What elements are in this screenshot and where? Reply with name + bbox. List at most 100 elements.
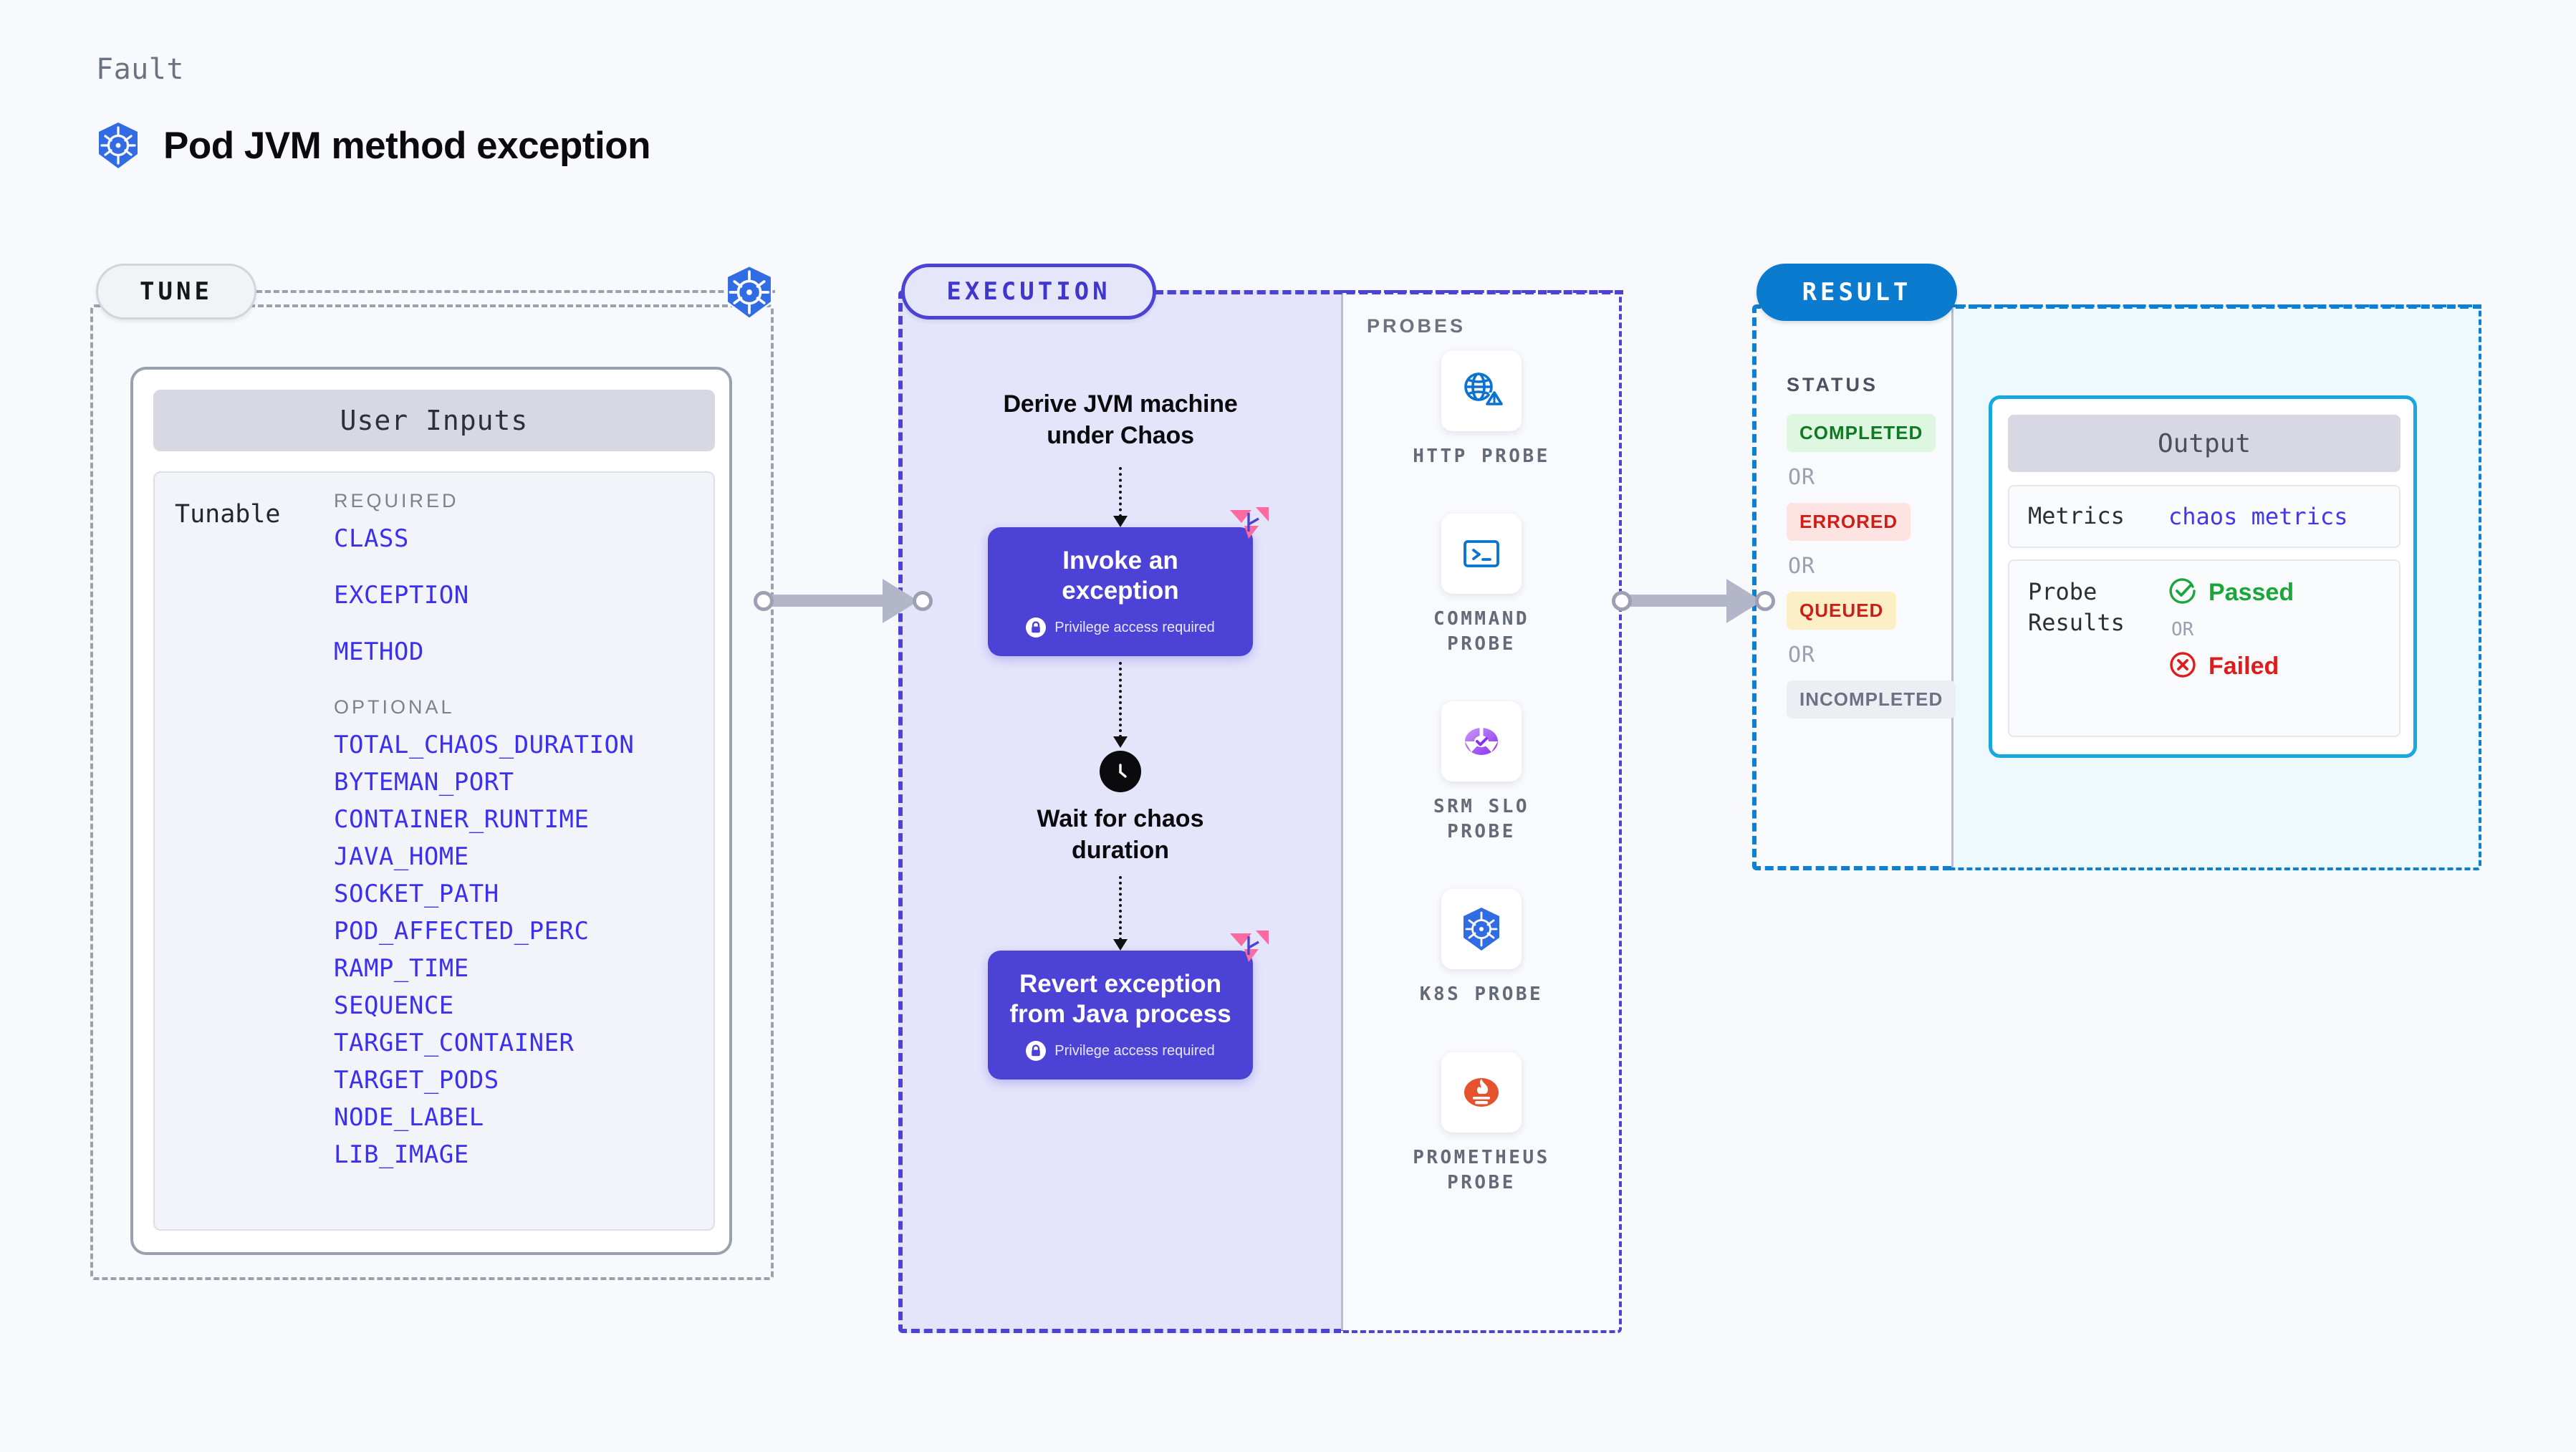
probe-label-line1: SRM SLO: [1433, 796, 1530, 818]
probe-item-prometheus[interactable]: PROMETHEUS PROBE: [1413, 1052, 1550, 1196]
probes-section-label: PROBES: [1367, 315, 1466, 337]
probe-result-failed: Failed: [2168, 650, 2294, 683]
execution-step-revert-exception[interactable]: Revert exception from Java process Privi…: [988, 931, 1269, 1080]
privilege-text: Privilege access required: [1054, 1042, 1215, 1059]
probe-label: K8S PROBE: [1420, 982, 1543, 1007]
param-item[interactable]: METHOD: [334, 638, 424, 666]
derive-jvm-step-label: Derive JVM machine under Chaos: [1003, 389, 1237, 451]
tunable-label: Tunable: [175, 500, 281, 529]
param-item[interactable]: TOTAL_CHAOS_DURATION: [334, 731, 635, 759]
harness-chaos-badge-icon: [1227, 929, 1272, 973]
probe-label-line2: PROBE: [1447, 633, 1516, 655]
tune-panel: [90, 304, 774, 1280]
step-title-line1: Revert exception: [1019, 970, 1222, 999]
stage-badge-result[interactable]: RESULT: [1756, 264, 1957, 321]
probe-label: COMMAND PROBE: [1433, 607, 1529, 657]
terminal-icon: [1441, 514, 1522, 595]
param-item[interactable]: SEQUENCE: [334, 991, 454, 1020]
or-separator: OR: [1788, 554, 1816, 579]
param-item[interactable]: POD_AFFECTED_PERC: [334, 917, 590, 946]
output-card-header: Output: [2008, 415, 2400, 472]
probe-item-http[interactable]: HTTP PROBE: [1413, 351, 1550, 469]
harness-chaos-badge-icon: [1227, 506, 1272, 550]
arrow-start-node: [1612, 591, 1632, 611]
probe-result-passed: Passed: [2168, 577, 2294, 609]
wait-label-line2: duration: [1072, 836, 1169, 864]
stage-badge-execution[interactable]: EXECUTION: [901, 264, 1156, 319]
globe-warning-icon: [1441, 351, 1522, 431]
step-label-line1: Derive JVM machine: [1003, 390, 1238, 418]
probe-item-srm-slo[interactable]: SRM SLO PROBE: [1433, 701, 1529, 845]
status-badge-completed: COMPLETED: [1787, 414, 1936, 452]
execution-dashed-tail: [1155, 290, 1623, 294]
tune-dashed-tail: [256, 290, 775, 293]
privilege-note: Privilege access required: [1001, 617, 1240, 638]
probe-results-key-line1: Probe: [2028, 578, 2097, 605]
probe-label: PROMETHEUS PROBE: [1413, 1145, 1550, 1196]
user-inputs-card: User Inputs Tunable REQUIRED CLASS EXCEP…: [130, 367, 732, 1255]
status-badge-queued: QUEUED: [1787, 592, 1897, 630]
metrics-value[interactable]: chaos metrics: [2168, 503, 2348, 530]
status-badge-incompleted: INCOMPLETED: [1787, 681, 1956, 718]
optional-param-list: TOTAL_CHAOS_DURATION BYTEMAN_PORT CONTAI…: [334, 733, 706, 1167]
connector-arrow-execution-to-result: [1612, 579, 1775, 623]
param-item[interactable]: RAMP_TIME: [334, 954, 469, 983]
probe-label: SRM SLO PROBE: [1433, 794, 1529, 845]
lock-icon: [1026, 617, 1047, 638]
param-item[interactable]: TARGET_PODS: [334, 1066, 499, 1095]
srm-slo-icon: [1441, 701, 1522, 782]
wait-for-chaos-label: Wait for chaos duration: [1037, 804, 1204, 866]
connector-arrow-tune-to-execution: [754, 579, 933, 623]
execution-flow: Derive JVM machine under Chaos Invoke an…: [898, 290, 1342, 1333]
param-item[interactable]: EXCEPTION: [334, 581, 469, 610]
execution-step-invoke-exception[interactable]: Invoke an exception Privilege access req…: [988, 507, 1269, 657]
output-row-probe-results: Probe Results Passed OR: [2008, 559, 2400, 737]
fault-eyebrow: Fault: [96, 53, 184, 86]
probe-label-line1: PROMETHEUS: [1413, 1146, 1550, 1168]
arrow-head: [883, 579, 918, 623]
param-item[interactable]: BYTEMAN_PORT: [334, 768, 514, 797]
probe-label: HTTP PROBE: [1413, 444, 1550, 469]
passed-label: Passed: [2209, 579, 2294, 606]
result-output-divider: [1951, 307, 1953, 867]
status-list: COMPLETED OR ERRORED OR QUEUED OR INCOMP…: [1787, 414, 1956, 718]
probe-results-key: Probe Results: [2028, 577, 2168, 638]
param-item[interactable]: CONTAINER_RUNTIME: [334, 805, 590, 834]
param-item[interactable]: LIB_IMAGE: [334, 1140, 469, 1169]
result-dashed-tail: [1956, 304, 2481, 309]
param-item[interactable]: JAVA_HOME: [334, 842, 469, 871]
kubernetes-icon: [724, 264, 775, 323]
required-section-label: REQUIRED: [334, 490, 459, 511]
probe-results-values: Passed OR Failed: [2168, 577, 2294, 683]
stage-badge-tune[interactable]: TUNE: [96, 264, 256, 319]
or-separator: OR: [2171, 619, 2194, 640]
probe-label-line1: HTTP PROBE: [1413, 446, 1550, 467]
lock-icon: [1026, 1041, 1047, 1062]
prometheus-icon: [1441, 1052, 1522, 1133]
wait-label-line1: Wait for chaos: [1037, 805, 1204, 833]
param-item[interactable]: CLASS: [334, 524, 409, 553]
param-item[interactable]: NODE_LABEL: [334, 1103, 484, 1132]
privilege-text: Privilege access required: [1054, 619, 1215, 635]
execution-panel: [898, 290, 1342, 1333]
optional-section-label: OPTIONAL: [334, 696, 455, 718]
arrow-shaft: [765, 595, 894, 607]
status-section-label: STATUS: [1787, 374, 1878, 395]
probe-item-k8s[interactable]: K8S PROBE: [1420, 889, 1543, 1007]
probe-label-line1: K8S PROBE: [1419, 984, 1544, 1006]
arrow-shaft: [1623, 595, 1738, 607]
metrics-key: Metrics: [2028, 502, 2125, 530]
page-title: Pod JVM method exception: [163, 124, 651, 167]
output-card: Output Metrics chaos metrics Probe Resul…: [1989, 395, 2417, 758]
param-item[interactable]: SOCKET_PATH: [334, 880, 499, 908]
probe-list: HTTP PROBE COMMAND PROBE: [1341, 351, 1622, 1240]
arrow-end-node: [913, 591, 933, 611]
status-badge-errored: ERRORED: [1787, 503, 1911, 541]
x-circle-icon: [2168, 650, 2197, 683]
flow-connector-2: [1113, 662, 1128, 749]
param-item[interactable]: TARGET_CONTAINER: [334, 1029, 575, 1057]
step-title-line2: from Java process: [1009, 1000, 1231, 1029]
probe-item-command[interactable]: COMMAND PROBE: [1433, 514, 1529, 657]
check-circle-icon: [2168, 577, 2197, 609]
